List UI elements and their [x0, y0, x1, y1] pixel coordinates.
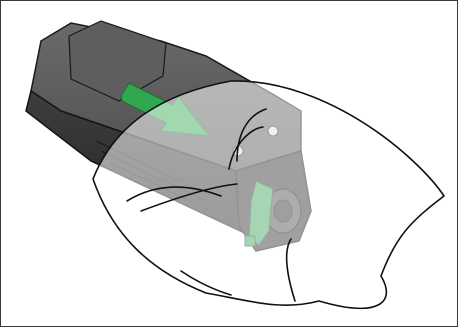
plastic-bag	[93, 81, 444, 308]
